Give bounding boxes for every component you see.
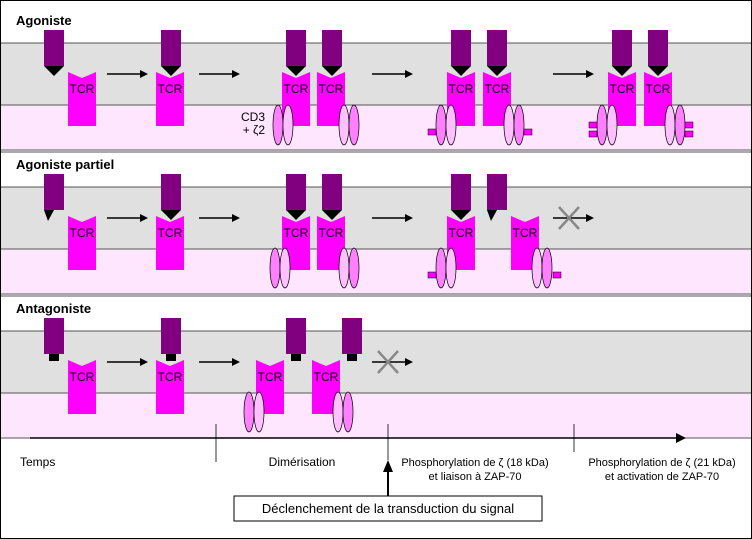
tcr-label: TCR — [646, 82, 671, 96]
arrow-icon — [586, 214, 594, 222]
mhc-peptide-agonist — [161, 30, 181, 76]
mhc-peptide-partial — [286, 174, 342, 220]
mhc-peptide-antagonist — [44, 318, 64, 361]
tcr-label: TCR — [158, 370, 183, 384]
tcr-label: TCR — [158, 82, 183, 96]
tcr-label: TCR — [158, 226, 183, 240]
membrane-band-pink — [1, 105, 751, 150]
tcr-label: TCR — [513, 226, 538, 240]
blocked-arrow — [553, 206, 594, 230]
signal-box-label: Déclenchement de la transduction du sign… — [262, 501, 514, 516]
tcr-receptor: TCR — [156, 216, 184, 270]
arrow-icon — [405, 70, 413, 78]
tcr-label: TCR — [258, 370, 283, 384]
arrow-icon — [232, 214, 240, 222]
tcr-receptor: TCR TCR — [256, 360, 340, 414]
arrow-icon — [140, 214, 148, 222]
cd3-zeta-chains — [269, 247, 360, 289]
tcr-label: TCR — [319, 226, 344, 240]
timeline-temps: Temps — [20, 455, 55, 469]
tcr-label: TCR — [610, 82, 635, 96]
tcr-receptor: TCR — [68, 360, 96, 414]
mhc-peptide-agonist — [451, 30, 507, 76]
tcr-label: TCR — [284, 226, 309, 240]
tcr-label: TCR — [485, 82, 510, 96]
cd3-zeta-chains — [243, 391, 354, 433]
cd3-zeta-chains — [427, 247, 562, 289]
mhc-peptide-partial — [451, 174, 507, 221]
mhc-peptide-agonist — [612, 30, 668, 76]
timeline-phos18-line2: et liaison à ZAP-70 — [429, 471, 522, 483]
tcr-receptor: TCR — [68, 72, 96, 126]
tcr-label: TCR — [70, 370, 95, 384]
timeline-phos21-line1: Phosphorylation de ζ (21 kDa) — [588, 457, 735, 469]
mhc-peptide-antagonist — [286, 318, 362, 361]
row-agoniste: Agoniste TCR TCR — [1, 13, 751, 151]
row-agoniste-partiel: Agoniste partiel TCR TCR — [1, 151, 751, 295]
zeta-label: + ζ2 — [243, 123, 266, 137]
arrow-icon — [676, 433, 686, 443]
membrane-band-pink — [1, 393, 751, 438]
arrow-icon — [586, 70, 594, 78]
mhc-peptide-antagonist — [161, 318, 181, 361]
timeline-phos18-line1: Phosphorylation de ζ (18 kDa) — [401, 457, 548, 469]
arrow-icon — [140, 358, 148, 366]
cd3-zeta-chains — [427, 104, 533, 146]
tcr-label: TCR — [284, 82, 309, 96]
tcr-label: TCR — [70, 226, 95, 240]
timeline-phos21-line2: et activation de ZAP-70 — [605, 471, 719, 483]
row-label-agoniste-partiel: Agoniste partiel — [16, 157, 114, 172]
timeline: Temps Dimérisation Phosphorylation de ζ … — [20, 424, 736, 522]
cd3-label: CD3 — [241, 110, 265, 124]
tcr-label: TCR — [449, 82, 474, 96]
arrow-icon — [405, 358, 413, 366]
mhc-peptide-partial — [161, 174, 181, 220]
arrow-icon — [140, 70, 148, 78]
cd3-zeta-chains — [272, 104, 360, 146]
arrow-icon — [232, 358, 240, 366]
arrow-icon — [405, 214, 413, 222]
tcr-label: TCR — [449, 226, 474, 240]
membrane-band-pink — [1, 249, 751, 294]
cd3-zeta-chains — [588, 104, 694, 146]
tcr-label: TCR — [314, 370, 339, 384]
arrow-icon — [232, 70, 240, 78]
tcr-receptor: TCR — [68, 216, 96, 270]
tcr-receptor: TCR — [156, 72, 184, 126]
tcr-label: TCR — [70, 82, 95, 96]
mhc-peptide-agonist — [286, 30, 342, 76]
row-label-antagoniste: Antagoniste — [16, 301, 91, 316]
row-label-agoniste: Agoniste — [16, 13, 72, 28]
mhc-peptide-agonist — [44, 30, 64, 76]
tcr-label: TCR — [319, 82, 344, 96]
signal-box — [233, 495, 543, 522]
tcr-receptor: TCR — [156, 360, 184, 414]
timeline-dimerisation: Dimérisation — [269, 455, 336, 469]
arrow-icon — [383, 460, 393, 472]
blocked-arrow — [372, 350, 413, 374]
mhc-peptide-partial — [44, 174, 64, 221]
